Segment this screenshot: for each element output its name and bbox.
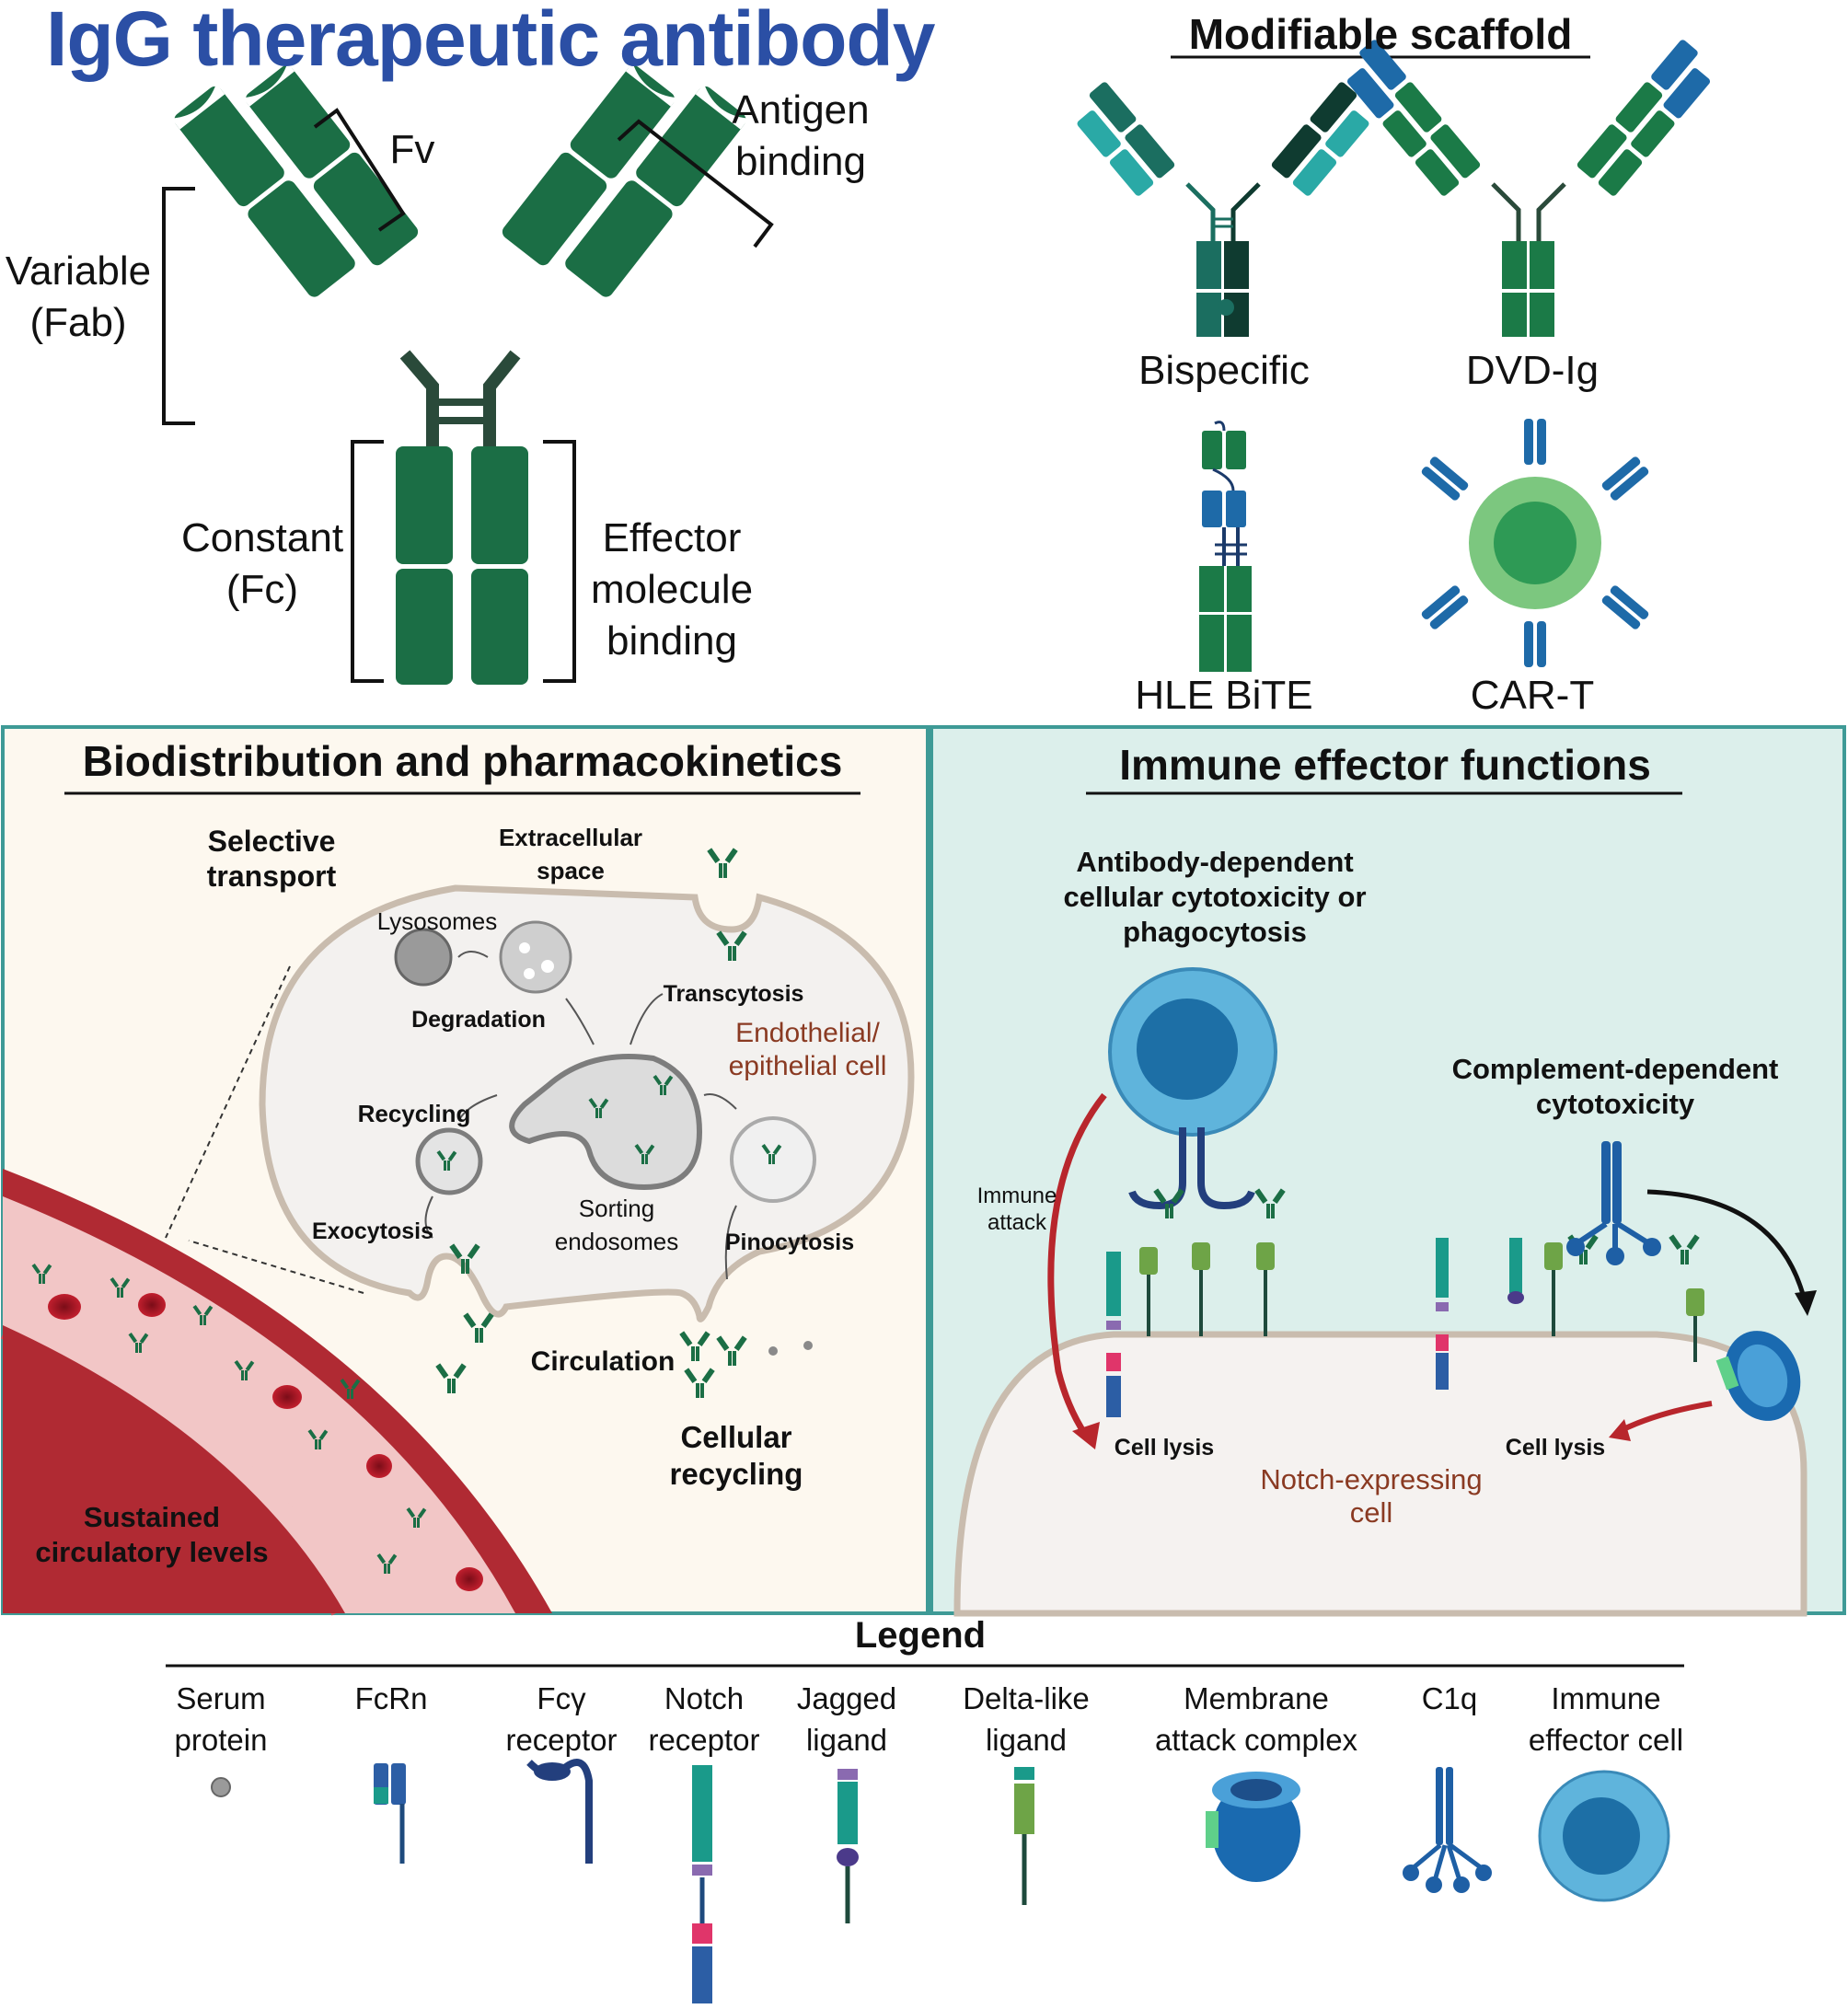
legend-mac: Membrane attack complex	[1154, 1681, 1358, 1757]
endothelial-cell-label: Endothelial/ epithelial cell	[728, 1018, 887, 1081]
sorting-endosome	[509, 1054, 703, 1191]
mac-icon	[1206, 1772, 1300, 1882]
legend-serum-protein: Serum protein	[174, 1681, 268, 1757]
sorting-endosomes-label: Sorting endosomes	[554, 1195, 679, 1255]
adcc-label: Antibody-dependent cellular cytotoxicity…	[1063, 846, 1367, 948]
blood-vessel	[0, 1169, 552, 1616]
cell-lysis-right-label: Cell lysis	[1505, 1435, 1606, 1461]
variable-fab-label: Variable (Fab)	[5, 248, 152, 345]
legend-notch-receptor: Notch receptor	[648, 1681, 760, 1757]
dvd-ig-label: DVD-Ig	[1465, 348, 1600, 393]
cellular-recycling-label: Cellular recycling	[669, 1420, 803, 1491]
car-t-cell-icon	[1421, 419, 1649, 667]
immune-effector-title: Immune effector functions	[1119, 741, 1651, 789]
legend-delta-like-ligand: Delta-like ligand	[963, 1681, 1090, 1757]
lysosomes-label: Lysosomes	[376, 907, 498, 935]
circulation-label: Circulation	[530, 1346, 676, 1377]
c1q-icon	[1403, 1767, 1492, 1893]
car-t-label: CAR-T	[1470, 673, 1595, 718]
dvd-ig-antibody-icon	[1346, 40, 1711, 337]
fcrn-icon	[374, 1763, 406, 1864]
sustained-levels-label: Sustained circulatory levels	[35, 1501, 269, 1568]
legend-fcrn: FcRn	[354, 1681, 428, 1715]
legend-title: Legend	[854, 1615, 987, 1656]
legend-fcg-receptor: Fcγ receptor	[505, 1681, 618, 1757]
exocytosis-label: Exocytosis	[311, 1218, 433, 1244]
page-title: IgG therapeutic antibody	[46, 0, 935, 82]
immune-cell-icon	[1538, 1770, 1670, 1902]
legend-immune-cell: Immune effector cell	[1528, 1681, 1684, 1757]
notch-expressing-cell	[953, 1331, 1808, 1617]
serum-protein-icon	[211, 1777, 231, 1797]
constant-fc-label: Constant (Fc)	[180, 515, 344, 612]
membrane-attack-complex	[1715, 1331, 1801, 1421]
delta-like-ligand-icon	[1014, 1767, 1034, 1905]
jagged-ligand-icon	[837, 1769, 859, 1923]
antigen-binding-label: Antigen binding	[732, 87, 870, 184]
fcg-receptor-icon	[526, 1759, 593, 1864]
notch-receptor-icon	[692, 1765, 712, 2003]
scaffold-title: Modifiable scaffold	[1188, 10, 1573, 58]
cell-lysis-left-label: Cell lysis	[1114, 1435, 1215, 1461]
recycling-label: Recycling	[357, 1100, 471, 1127]
selective-transport-label: Selective transport	[206, 825, 337, 893]
c1q-complex	[1566, 1141, 1661, 1265]
transcytosis-label: Transcytosis	[663, 981, 804, 1007]
hle-bite-icon	[1199, 421, 1252, 672]
legend-jagged-ligand: Jagged ligand	[796, 1681, 897, 1757]
hle-bite-label: HLE BiTE	[1135, 673, 1313, 718]
biodistribution-title: Biodistribution and pharmacokinetics	[82, 737, 843, 785]
notch-cell-label: Notch-expressing cell	[1260, 1463, 1483, 1529]
fv-label: Fv	[389, 127, 435, 172]
immune-attack-label: Immune attack	[976, 1183, 1057, 1235]
igg-antibody-diagram	[162, 63, 774, 685]
degradation-label: Degradation	[411, 1007, 546, 1033]
notch-receptors	[1106, 1238, 1524, 1417]
bispecific-label: Bispecific	[1138, 348, 1310, 393]
legend-icons	[211, 1759, 1670, 2003]
effector-binding-label: Effector molecule binding	[590, 515, 754, 664]
legend-c1q: C1q	[1421, 1681, 1478, 1715]
extracellular-space-label: Extracellular space	[498, 824, 643, 884]
bispecific-antibody-icon	[1077, 82, 1369, 337]
pinocytosis-label: Pinocytosis	[724, 1230, 855, 1255]
cdc-label: Complement-dependent cytotoxicity	[1451, 1053, 1779, 1120]
